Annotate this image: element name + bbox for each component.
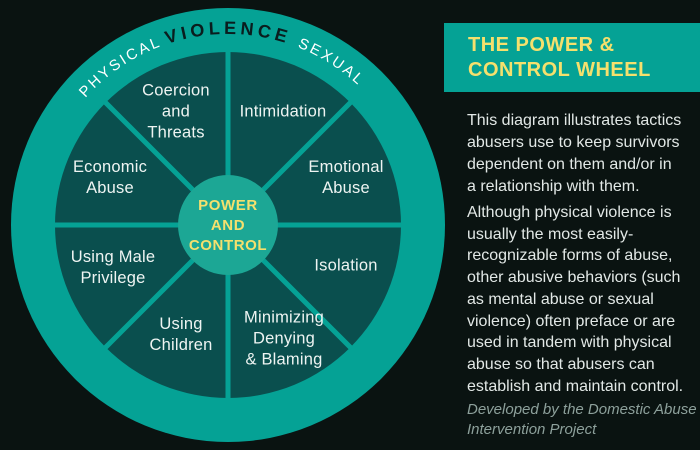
segment-label-minimizing-denying-blaming: Minimizing Denying & Blaming: [244, 308, 324, 369]
panel-paragraph-2: Although physical violence is usually th…: [467, 204, 684, 395]
panel-title-box: THE POWER & CONTROL WHEEL: [444, 23, 700, 92]
wheel-hub-label: POWER AND CONTROL: [188, 197, 268, 254]
wheel-svg: VIOLENCE PHYSICAL SEXUAL: [11, 8, 445, 442]
panel-title: THE POWER & CONTROL WHEEL: [468, 33, 651, 81]
segment-label-using-children: Using Children: [149, 315, 213, 354]
segment-label-economic-abuse: Economic Abuse: [72, 158, 148, 197]
panel-credit: Developed by the Domestic Abuse Interven…: [467, 401, 697, 438]
wheel-center-circle: [178, 175, 278, 275]
wheel-diagram: VIOLENCE PHYSICAL SEXUAL Coercion and Th…: [11, 8, 445, 442]
segment-label-intimidation: Intimidation: [239, 102, 327, 121]
segment-label-isolation: Isolation: [314, 256, 378, 275]
segment-label-using-male-privilege: Using Male Privilege: [70, 248, 156, 287]
segment-label-coercion-threats: Coercion and Threats: [142, 81, 210, 142]
segment-label-emotional-abuse: Emotional Abuse: [308, 158, 384, 197]
panel-paragraph-1: This diagram illustrates tactics abusers…: [467, 112, 682, 195]
